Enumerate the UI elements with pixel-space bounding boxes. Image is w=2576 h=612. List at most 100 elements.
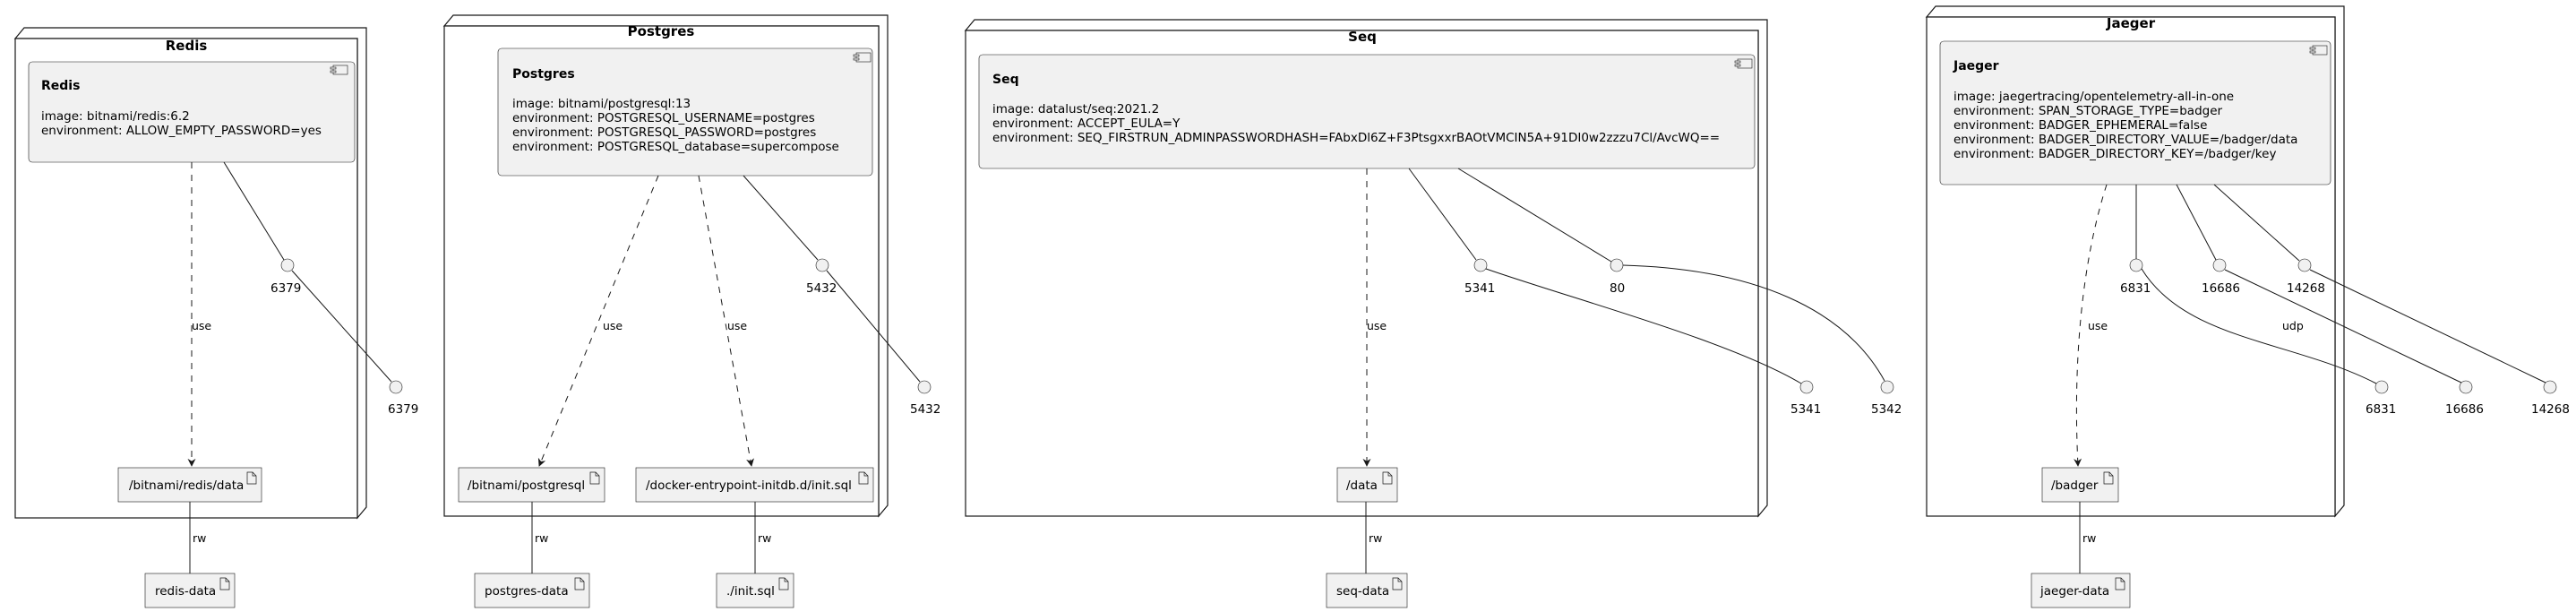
artifact-box: [2041, 467, 2119, 503]
artifact-label: /data: [1346, 478, 1378, 493]
component-env: environment: BADGER_EPHEMERAL=false: [1953, 118, 2207, 133]
port-link: [1457, 168, 1612, 263]
host-port-label: 14268: [2531, 402, 2570, 417]
port-link: [2213, 184, 2300, 262]
artifact-redis-data: /bitnami/redis/data: [117, 467, 262, 503]
component-image: image: bitnami/postgresql:13: [512, 97, 691, 111]
port-label: 16686: [2202, 281, 2240, 296]
mount-mode: rw: [2082, 531, 2096, 545]
artifact-icon: [1392, 577, 1403, 590]
volume-box: [2031, 573, 2131, 608]
artifact-box: [458, 467, 605, 503]
host-port-label: 5432: [910, 402, 940, 417]
artifact-icon: [574, 577, 585, 590]
port-label: 6831: [2120, 281, 2151, 296]
port-mapping-link: [291, 270, 392, 383]
port-label: 5432: [806, 281, 837, 296]
node-title: Redis: [166, 38, 208, 54]
port-label: 14268: [2287, 281, 2325, 296]
volume-label: ./init.sql: [726, 584, 775, 599]
volume-label: seq-data: [1336, 584, 1389, 599]
port-interface: [280, 258, 295, 272]
host-port-interface: [2459, 380, 2473, 394]
port-interface: [1473, 258, 1488, 272]
artifact-init-sql: /docker-entrypoint-initdb.d/init.sql: [635, 467, 874, 503]
host-port-interface: [1880, 380, 1894, 394]
node-seq: Seq Seq image: datalust/seq:2021.2 envir…: [964, 19, 1768, 518]
artifact-icon: [246, 471, 257, 485]
port-mapping-link: [1622, 264, 1885, 382]
component-name: Seq: [992, 73, 1019, 87]
node-title: Seq: [1348, 29, 1377, 45]
component-image: image: jaegertracing/opentelemetry-all-i…: [1953, 90, 2234, 104]
volume-box: [716, 573, 794, 608]
component-env: environment: POSTGRESQL_PASSWORD=postgre…: [512, 125, 816, 140]
port-mapping-link: [1485, 268, 1802, 384]
port-mapping-link: [826, 270, 921, 383]
node-postgres: Postgres Postgres image: bitnami/postgre…: [442, 14, 889, 518]
artifact-icon: [858, 471, 869, 485]
component-env: environment: SPAN_STORAGE_TYPE=badger: [1953, 104, 2223, 118]
mount-redis-data: rw redis-data: [144, 502, 236, 608]
component-env: environment: SEQ_FIRSTRUN_ADMINPASSWORDH…: [992, 131, 1720, 145]
artifact-label: /docker-entrypoint-initdb.d/init.sql: [646, 478, 852, 493]
component-env: environment: POSTGRESQL_database=superco…: [512, 140, 839, 154]
component-icon: [2309, 45, 2328, 56]
component-env: environment: ALLOW_EMPTY_PASSWORD=yes: [41, 124, 322, 138]
artifact-label: /bitnami/redis/data: [129, 478, 244, 493]
port-interface: [2212, 258, 2227, 272]
use-label: use: [1367, 319, 1387, 332]
node-redis: Redis Redis image: bitnami/redis:6.2 env…: [13, 27, 367, 520]
mount-seq-data: rw seq-data: [1326, 502, 1408, 608]
component-box: [1939, 40, 2331, 185]
component-icon: [1734, 58, 1753, 69]
artifact-icon: [2103, 471, 2114, 485]
volume-label: jaeger-data: [2039, 584, 2109, 599]
artifact-icon: [778, 577, 789, 590]
port-mapping-link: [2141, 268, 2377, 384]
host-port-interface: [2543, 380, 2557, 394]
artifact-icon: [1382, 471, 1393, 485]
port-mapping-link: [2309, 269, 2546, 384]
component-icon: [853, 52, 872, 63]
host-port-label: 6379: [388, 402, 418, 417]
mount-mode: rw: [535, 531, 548, 545]
host-port-label: 5341: [1790, 402, 1821, 417]
port-interface: [1610, 258, 1624, 272]
artifact-box: [635, 467, 874, 503]
use-arrow: [2074, 184, 2108, 467]
host-port-interface: [917, 380, 932, 394]
volume-box: [474, 573, 590, 608]
component-postgres: Postgres image: bitnami/postgresql:13 en…: [497, 47, 873, 177]
use-label: use: [727, 319, 747, 332]
use-label: use: [192, 319, 211, 332]
mount-mode: rw: [1369, 531, 1382, 545]
component-redis: Redis image: bitnami/redis:6.2 environme…: [28, 61, 356, 163]
use-label: use: [603, 319, 623, 332]
artifact-data: /data: [1336, 467, 1398, 503]
port-link: [1408, 168, 1477, 261]
port-interface: [2297, 258, 2312, 272]
node-title: Postgres: [628, 23, 695, 39]
artifact-box: [1336, 467, 1398, 503]
component-jaeger: Jaeger image: jaegertracing/opentelemetr…: [1939, 40, 2331, 185]
artifact-badger: /badger: [2041, 467, 2119, 503]
artifact-icon: [589, 471, 600, 485]
host-port-interface: [2374, 380, 2389, 394]
port-label: 80: [1610, 281, 1625, 296]
host-port-label: 6831: [2366, 402, 2396, 417]
artifact-icon: [219, 577, 230, 590]
component-env: environment: POSTGRESQL_USERNAME=postgre…: [512, 111, 815, 125]
node-jaeger: Jaeger Jaeger image: jaegertracing/opent…: [1925, 5, 2345, 518]
component-image: image: bitnami/redis:6.2: [41, 109, 190, 124]
port-label: 5341: [1464, 281, 1495, 296]
host-port-interface: [1799, 380, 1814, 394]
artifact-icon: [2115, 577, 2125, 590]
component-name: Redis: [41, 79, 80, 93]
volume-box: [144, 573, 236, 608]
port-link: [2176, 184, 2217, 261]
port-label: 6379: [270, 281, 301, 296]
node-title: Jaeger: [2106, 15, 2156, 31]
artifact-label: /bitnami/postgresql: [468, 478, 585, 493]
